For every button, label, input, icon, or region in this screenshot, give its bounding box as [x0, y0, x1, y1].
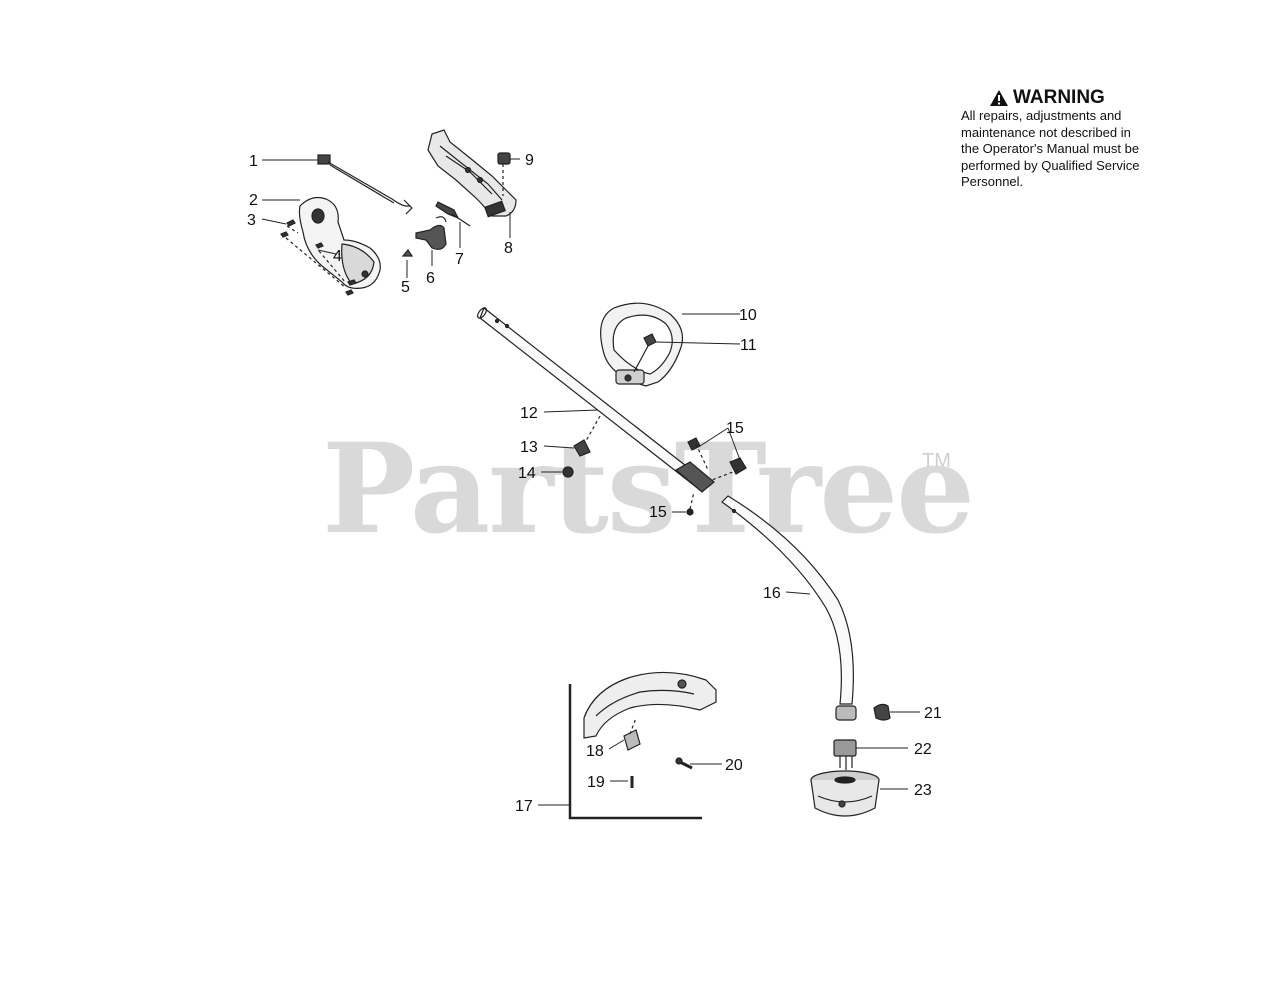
leader-lines	[261, 158, 920, 806]
part-10-loop-handle[interactable]	[600, 302, 683, 387]
part-17-kit-bracket	[568, 684, 702, 820]
callout-8: 8	[504, 240, 513, 257]
callout-17: 17	[515, 798, 533, 815]
part-18-line-cutter[interactable]	[623, 717, 641, 751]
part-3-screws[interactable]	[280, 219, 357, 296]
callout-16: 16	[763, 585, 781, 602]
callout-23: 23	[914, 782, 932, 799]
part-6-trigger[interactable]	[415, 216, 447, 250]
callout-4: 4	[333, 248, 342, 265]
callout-15-top: 15	[726, 420, 744, 437]
part-2-handle-housing[interactable]	[298, 196, 381, 289]
part-5-pin[interactable]	[401, 248, 414, 257]
warning-heading: WARNING	[989, 88, 1191, 108]
warning-line: the Operator's Manual must be	[961, 141, 1140, 156]
callout-21: 21	[924, 705, 942, 722]
part-4-screw[interactable]	[315, 242, 347, 284]
callout-18: 18	[586, 743, 604, 760]
callout-14: 14	[518, 465, 536, 482]
callout-3: 3	[247, 212, 256, 229]
callout-22: 22	[914, 741, 932, 758]
warning-line: maintenance not described in	[961, 124, 1131, 140]
callout-13: 13	[520, 439, 538, 456]
warning-body: All repairs, adjustments and maintenance…	[961, 108, 1191, 191]
callout-10: 10	[739, 307, 757, 324]
warning-notice: WARNING All repairs, adjustments and mai…	[961, 88, 1191, 191]
callout-15-bottom: 15	[649, 504, 667, 521]
part-13-clip[interactable]	[573, 439, 591, 457]
warning-title: WARNING	[1013, 87, 1105, 108]
callout-2: 2	[249, 192, 258, 209]
part-21-clamp[interactable]	[835, 703, 891, 721]
trademark-mark: TM	[922, 450, 951, 472]
part-16-lower-shaft[interactable]	[721, 495, 854, 705]
callout-19: 19	[587, 774, 605, 791]
warning-line: Personnel.	[961, 174, 1024, 189]
part-8-handle-half[interactable]	[427, 129, 517, 218]
part-7-lockout[interactable]	[435, 201, 471, 227]
part-23-trimmer-head[interactable]	[810, 770, 880, 817]
part-17-shield[interactable]	[583, 671, 717, 739]
part-22-shaft-end[interactable]	[833, 739, 857, 770]
callout-1: 1	[249, 153, 258, 170]
callout-11: 11	[740, 337, 757, 354]
part-15-coupler[interactable]	[674, 437, 747, 516]
warning-line: All repairs, adjustments and	[961, 108, 1122, 123]
part-14-nut[interactable]	[562, 466, 574, 478]
warning-line: performed by Qualified Service	[961, 157, 1140, 173]
callout-6: 6	[426, 270, 435, 287]
callout-20: 20	[725, 757, 743, 774]
callout-12: 12	[520, 405, 538, 422]
part-11-bolt[interactable]	[633, 333, 657, 373]
part-20-bolt[interactable]	[675, 757, 693, 770]
warning-triangle-icon	[990, 90, 1008, 106]
callout-7: 7	[455, 251, 464, 268]
callout-9: 9	[525, 152, 534, 169]
callout-5: 5	[401, 279, 410, 296]
